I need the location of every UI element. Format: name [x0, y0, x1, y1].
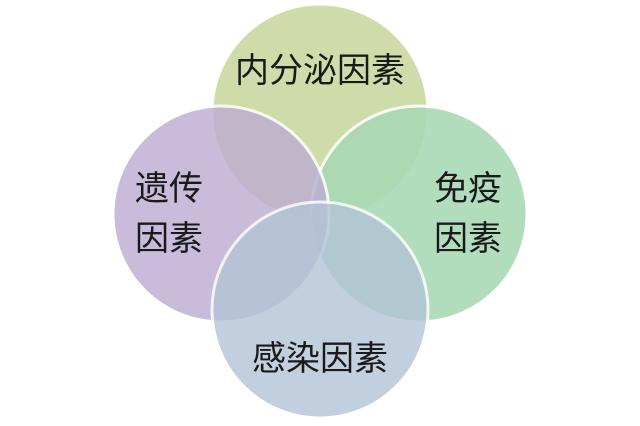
label-genetic-line2: 因素	[135, 219, 203, 259]
label-infection: 感染因素	[252, 339, 388, 379]
label-immune-line2: 因素	[434, 219, 502, 259]
circle-infection	[210, 200, 430, 420]
label-immune-line1: 免疫	[434, 169, 502, 209]
label-genetic-line1: 遗传	[135, 169, 203, 209]
label-endocrine: 内分泌因素	[235, 51, 405, 91]
